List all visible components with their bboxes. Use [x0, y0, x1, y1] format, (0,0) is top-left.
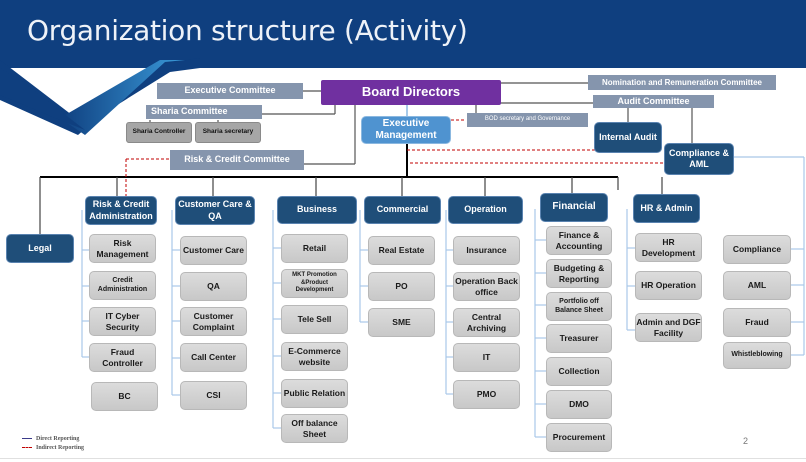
unit-box[interactable]: Customer Care: [180, 236, 247, 265]
unit-box[interactable]: Credit Administration: [89, 271, 156, 300]
executive-committee-box[interactable]: Executive Committee: [157, 83, 303, 99]
unit-box[interactable]: Admin and DGF Facility: [635, 313, 702, 342]
bottom-divider: [0, 458, 806, 459]
unit-box[interactable]: Off balance Sheet: [281, 414, 348, 443]
unit-box[interactable]: Operation Back office: [453, 272, 520, 301]
unit-box[interactable]: QA: [180, 272, 247, 301]
unit-box[interactable]: Procurement: [546, 423, 612, 452]
legend-direct: Direct Reporting: [22, 435, 84, 444]
unit-box[interactable]: Collection: [546, 357, 612, 386]
unit-box[interactable]: Compliance: [723, 235, 791, 264]
sharia-committee-box[interactable]: Sharia Committee: [146, 105, 262, 119]
unit-box[interactable]: HR Development: [635, 233, 702, 262]
unit-box[interactable]: E-Commerce website: [281, 342, 348, 371]
legend-indirect: Indirect Reporting: [22, 444, 84, 453]
internal-audit-box[interactable]: Internal Audit: [594, 122, 662, 153]
unit-box[interactable]: HR Operation: [635, 271, 702, 300]
unit-box[interactable]: AML: [723, 271, 791, 300]
unit-box[interactable]: CSI: [180, 381, 247, 410]
dept-customer-care-qa[interactable]: Customer Care & QA: [175, 196, 255, 225]
dept-risk-credit-admin[interactable]: Risk & Credit Administration: [85, 196, 157, 225]
unit-box[interactable]: SME: [368, 308, 435, 337]
unit-box[interactable]: Fraud Controller: [89, 343, 156, 372]
dept-operation[interactable]: Operation: [448, 196, 523, 224]
unit-box[interactable]: Insurance: [453, 236, 520, 265]
page-number: 2: [743, 436, 749, 446]
slide-header: [0, 0, 806, 68]
dept-financial[interactable]: Financial: [540, 193, 608, 222]
unit-box[interactable]: Risk Management: [89, 234, 156, 263]
bod-secretary-box[interactable]: BOD secretary and Governance: [467, 113, 588, 127]
compliance-aml-box[interactable]: Compliance & AML: [664, 143, 734, 175]
unit-box[interactable]: Finance & Accounting: [546, 226, 612, 255]
unit-box[interactable]: Budgeting & Reporting: [546, 259, 612, 288]
legend: Direct Reporting Indirect Reporting: [22, 435, 84, 453]
page-title: Organization structure (Activity): [27, 14, 468, 47]
dept-business[interactable]: Business: [277, 196, 357, 224]
unit-box[interactable]: Tele Sell: [281, 305, 348, 334]
header-decoration: [0, 58, 806, 135]
direct-line-swatch: [22, 438, 32, 440]
unit-box[interactable]: MKT Promotion &Product Development: [281, 269, 348, 298]
unit-box[interactable]: BC: [91, 382, 158, 411]
unit-box[interactable]: Customer Complaint: [180, 307, 247, 336]
unit-box[interactable]: Real Estate: [368, 236, 435, 265]
audit-committee-box[interactable]: Audit Committee: [593, 95, 714, 108]
unit-box[interactable]: Retail: [281, 234, 348, 263]
executive-management-box[interactable]: Executive Management: [361, 116, 451, 144]
unit-box[interactable]: Central Archiving: [453, 308, 520, 337]
unit-box[interactable]: IT Cyber Security: [89, 307, 156, 336]
unit-box[interactable]: Treasurer: [546, 324, 612, 353]
unit-box[interactable]: Portfolio off Balance Sheet: [546, 292, 612, 321]
unit-box[interactable]: DMO: [546, 390, 612, 419]
unit-box[interactable]: Public Relation: [281, 379, 348, 408]
sharia-secretary-box[interactable]: Sharia secretary: [195, 122, 261, 143]
unit-box[interactable]: PO: [368, 272, 435, 301]
indirect-line-swatch: [22, 447, 32, 449]
dept-commercial[interactable]: Commercial: [364, 196, 441, 224]
board-directors-box[interactable]: Board Directors: [321, 80, 501, 105]
legal-box[interactable]: Legal: [6, 234, 74, 263]
unit-box[interactable]: IT: [453, 343, 520, 372]
risk-credit-committee-box[interactable]: Risk & Credit Committee: [170, 150, 304, 170]
unit-box[interactable]: Call Center: [180, 343, 247, 372]
nomination-committee-box[interactable]: Nomination and Remuneration Committee: [588, 75, 776, 90]
unit-box[interactable]: PMO: [453, 380, 520, 409]
dept-hr-admin[interactable]: HR & Admin: [633, 194, 700, 223]
unit-box[interactable]: Fraud: [723, 308, 791, 337]
sharia-controller-box[interactable]: Sharia Controller: [126, 122, 192, 143]
unit-box[interactable]: Whistleblowing: [723, 342, 791, 369]
